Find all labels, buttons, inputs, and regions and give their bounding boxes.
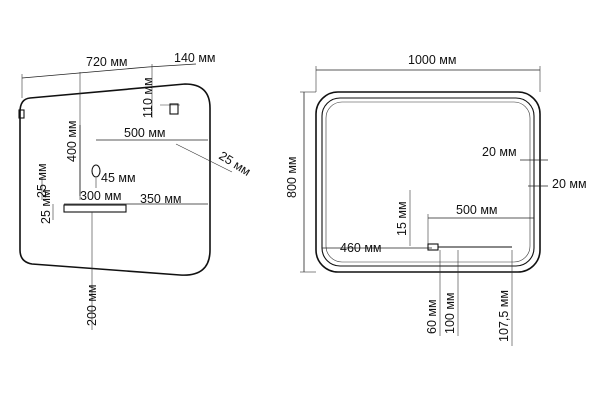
label-350: 350 мм bbox=[140, 192, 182, 206]
dim-line-25-diag bbox=[175, 143, 233, 173]
mirror-perspective-outline bbox=[19, 83, 211, 276]
label-100: 100 мм bbox=[443, 292, 457, 334]
label-300: 300 мм bbox=[80, 189, 122, 203]
label-15: 15 мм bbox=[395, 201, 409, 236]
label-500-side: 500 мм bbox=[124, 126, 166, 140]
front-view: 1000 мм 800 мм 20 мм 20 мм 500 мм 15 мм … bbox=[285, 53, 587, 346]
wall-mount-right bbox=[169, 103, 179, 115]
label-460: 460 мм bbox=[340, 241, 382, 255]
switch-element bbox=[427, 243, 439, 251]
shelf bbox=[63, 204, 127, 213]
label-25-diag: 25 мм bbox=[216, 149, 253, 179]
label-400: 400 мм bbox=[65, 120, 79, 162]
label-110: 110 мм bbox=[141, 77, 155, 118]
wall-mount-left bbox=[18, 109, 25, 119]
mirror-inner-frame bbox=[321, 97, 535, 267]
label-60: 60 мм bbox=[425, 299, 439, 334]
label-200: 200 мм bbox=[85, 284, 99, 326]
label-107-5: 107,5 мм bbox=[497, 290, 511, 342]
label-800: 800 мм bbox=[285, 156, 299, 198]
sensor-circle bbox=[91, 164, 101, 178]
led-strip-frame bbox=[325, 101, 531, 263]
dim-line-720 bbox=[21, 66, 149, 79]
side-view: 720 мм 140 мм 110 мм 400 мм 500 мм 25 мм… bbox=[18, 51, 253, 330]
label-1000: 1000 мм bbox=[408, 53, 456, 67]
label-720: 720 мм bbox=[86, 55, 128, 69]
mirror-outer-frame bbox=[315, 91, 541, 273]
label-20-right: 20 мм bbox=[552, 177, 587, 191]
label-25-left: 25 мм bbox=[35, 163, 49, 198]
label-140: 140 мм bbox=[174, 51, 216, 65]
label-45: 45 мм bbox=[101, 171, 136, 185]
label-500-front: 500 мм bbox=[456, 203, 498, 217]
dim-line-140 bbox=[147, 63, 197, 68]
label-20-top: 20 мм bbox=[482, 145, 517, 159]
label-25-small: 25 мм bbox=[39, 189, 53, 224]
